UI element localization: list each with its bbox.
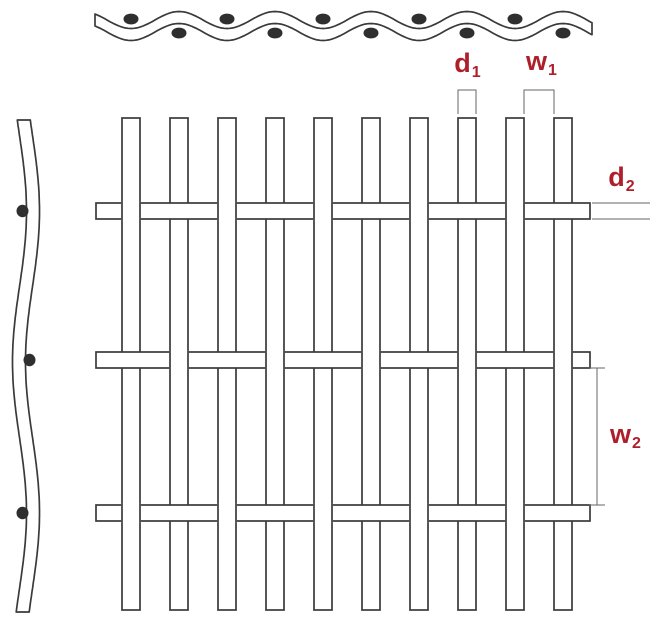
weave-over-patch [361, 350, 381, 370]
weave-over-patch [217, 503, 237, 523]
weft-wire-profile [94, 10, 593, 42]
warp-cross-section-view [11, 119, 41, 613]
warp-wire-cross-dot [555, 27, 571, 39]
warp-wire-cross-dot [171, 27, 187, 39]
weave-over-patch [505, 503, 525, 523]
weft-wire-cross-dot [16, 204, 29, 218]
dim-label-d2-letter: d [608, 162, 625, 192]
warp-wire-cross-dot [459, 27, 475, 39]
dim-label-w1: w1 [526, 46, 557, 79]
warp-wire-cross-dot [411, 13, 427, 25]
warp-wire-cross-dot [507, 13, 523, 25]
dim-label-d1-subscript: 1 [471, 64, 481, 81]
dim-label-w2: w2 [610, 419, 641, 452]
dim-label-w2-letter: w [610, 419, 632, 449]
weave-over-patch [409, 201, 429, 221]
warp-wire-cross-dot [363, 27, 379, 39]
dim-bracket-w1 [523, 89, 555, 114]
dim-label-d2-subscript: 2 [625, 178, 635, 195]
mesh-front-view [95, 117, 591, 611]
weave-over-patch [553, 350, 573, 370]
weft-cross-section-view [94, 10, 593, 42]
warp-wire-cross-dot [315, 13, 331, 25]
warp-wire-profile [11, 119, 41, 613]
dim-label-d1: d1 [454, 48, 480, 81]
weave-over-patch [121, 201, 141, 221]
weave-over-patch [121, 503, 141, 523]
weave-over-patch [313, 503, 333, 523]
weave-over-patch [265, 350, 285, 370]
warp-wire-cross-dot [219, 13, 235, 25]
weft-wire-cross-dot [16, 506, 29, 520]
dim-bracket-d1 [457, 89, 477, 114]
weave-over-patch [409, 503, 429, 523]
weave-over-patch [217, 201, 237, 221]
weave-over-patch [505, 201, 525, 221]
weave-over-patch [169, 350, 189, 370]
weave-over-patch [313, 201, 333, 221]
dimension-lines [457, 89, 650, 506]
warp-wire-cross-dot [267, 27, 283, 39]
dim-label-d2: d2 [608, 162, 634, 195]
dim-label-d1-letter: d [454, 48, 471, 78]
dim-label-w2-subscript: 2 [632, 435, 641, 452]
warp-wire-cross-dot [123, 13, 139, 25]
dim-label-w1-letter: w [526, 46, 548, 76]
weave-over-patch [457, 350, 477, 370]
dim-label-w1-subscript: 1 [548, 62, 557, 79]
weft-wire-cross-dot [23, 353, 36, 367]
